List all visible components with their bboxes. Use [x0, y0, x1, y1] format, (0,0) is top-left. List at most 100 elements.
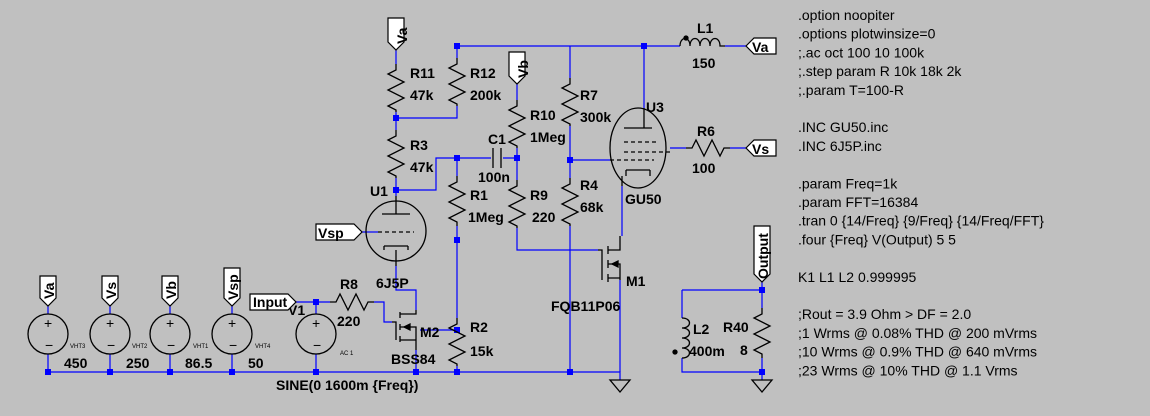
svg-text:450: 450	[64, 355, 88, 371]
resistor-r12[interactable]: R12 200k	[447, 58, 501, 106]
net-flag-va-bottom[interactable]: Va	[39, 275, 57, 307]
net-flag-vs-right[interactable]: Vs	[745, 139, 777, 157]
svg-text:6J5P: 6J5P	[376, 275, 409, 291]
source-vht4[interactable]: + − VHT4 50	[211, 313, 271, 371]
svg-text:Vs: Vs	[752, 141, 769, 157]
resistor-r11[interactable]: R11 47k	[386, 64, 435, 112]
svg-text:R12: R12	[470, 65, 496, 81]
wires	[47, 45, 763, 380]
ground-symbol-main	[608, 379, 632, 394]
svg-text:R11: R11	[410, 65, 435, 81]
svg-text:R10: R10	[530, 107, 556, 123]
directive-line: .tran 0 {14/Freq} {9/Freq} {14/Freq/FFT}	[798, 213, 1044, 229]
tube-u1[interactable]: U1 6J5P	[365, 183, 427, 291]
svg-text:47k: 47k	[410, 87, 434, 103]
directive-line: .option noopiter	[798, 7, 895, 23]
svg-text:50: 50	[248, 355, 264, 371]
svg-text:R7: R7	[580, 87, 598, 103]
net-flag-vsp-left[interactable]: Vsp	[315, 223, 363, 241]
svg-text:Vsp: Vsp	[225, 274, 241, 300]
net-flag-vs-bottom[interactable]: Vs	[101, 275, 119, 307]
svg-text:−: −	[107, 337, 115, 353]
svg-text:47k: 47k	[410, 159, 434, 175]
resistor-r8[interactable]: R8 220	[330, 276, 374, 329]
directive-line: K1 L1 L2 0.999995	[798, 269, 917, 285]
resistor-r10[interactable]: R10 1Meg	[507, 100, 566, 148]
svg-text:M2: M2	[420, 324, 440, 340]
svg-text:+: +	[166, 315, 174, 331]
svg-text:C1: C1	[488, 131, 506, 147]
resistor-r7[interactable]: R7 300k	[560, 78, 611, 126]
svg-text:250: 250	[126, 355, 150, 371]
resistor-r4[interactable]: R4 68k	[560, 177, 604, 226]
directive-line: .options plotwinsize=0	[798, 26, 936, 42]
tube-u3[interactable]: U3 GU50	[609, 99, 670, 207]
directive-line: .INC 6J5P.inc	[798, 138, 882, 154]
resistor-r3[interactable]: R3 47k	[386, 130, 434, 178]
net-flag-output[interactable]: Output	[753, 225, 771, 283]
svg-text:300k: 300k	[580, 109, 611, 125]
capacitor-c1[interactable]: C1 100n	[478, 131, 510, 185]
resistor-r2[interactable]: R2 15k	[447, 318, 494, 366]
directive-line: ;23 Wrms @ 10% THD @ 1.1 Vrms	[798, 362, 1018, 378]
svg-text:1Meg: 1Meg	[468, 209, 504, 225]
source-vht3[interactable]: + − VHT3 450	[27, 313, 88, 371]
resistor-r9[interactable]: R9 220	[507, 180, 556, 228]
resistor-r6[interactable]: R6 100	[686, 123, 730, 176]
mosfet-m1[interactable]: M1 FQB11P06	[551, 236, 646, 314]
resistor-r1[interactable]: R1 1Meg	[447, 176, 504, 226]
net-flag-input[interactable]: Input	[249, 293, 297, 311]
spice-directives-block[interactable]: .option noopiter .options plotwinsize=0;.…	[798, 7, 1044, 378]
svg-text:U3: U3	[646, 99, 664, 115]
svg-text:VHT4: VHT4	[255, 344, 271, 350]
mosfet-m2[interactable]: M2 BSS84 AC 1	[340, 310, 440, 367]
directive-line: ;.ac oct 100 10 100k	[798, 44, 925, 60]
svg-text:VHT3: VHT3	[70, 344, 86, 350]
svg-text:Va: Va	[752, 39, 769, 55]
svg-text:R1: R1	[470, 187, 488, 203]
svg-text:+: +	[312, 315, 320, 331]
svg-text:68k: 68k	[580, 199, 604, 215]
svg-text:R9: R9	[530, 187, 548, 203]
svg-text:Vb: Vb	[163, 281, 179, 299]
svg-text:100n: 100n	[478, 169, 510, 185]
net-flag-vb-bottom[interactable]: Vb	[161, 275, 179, 307]
inductor-l2[interactable]: L2 400m	[672, 317, 725, 359]
inductor-l1[interactable]: L1 150	[679, 20, 725, 71]
svg-text:R4: R4	[580, 177, 598, 193]
source-vht1[interactable]: + − VHT1 86.5	[149, 313, 212, 371]
svg-text:100: 100	[692, 160, 716, 176]
net-flag-va-right[interactable]: Va	[745, 37, 777, 55]
svg-text:GU50: GU50	[625, 191, 662, 207]
net-flag-vb-top[interactable]: Vb	[508, 51, 531, 85]
svg-text:200k: 200k	[470, 87, 501, 103]
svg-text:−: −	[45, 337, 53, 353]
svg-text:M1: M1	[626, 273, 646, 289]
svg-text:400m: 400m	[689, 343, 725, 359]
junction-dots	[45, 43, 765, 375]
resistor-r40[interactable]: R40 8	[723, 308, 772, 358]
net-flag-vsp-bottom[interactable]: Vsp	[223, 267, 241, 307]
svg-text:Output: Output	[755, 233, 771, 279]
source-vht2[interactable]: + − VHT2 250	[89, 313, 150, 371]
svg-text:−: −	[167, 337, 175, 353]
net-flag-va-top[interactable]: Va	[387, 17, 410, 51]
svg-text:R3: R3	[410, 137, 428, 153]
directive-line: .param Freq=1k	[798, 175, 898, 191]
svg-text:R8: R8	[340, 276, 358, 292]
svg-text:Va: Va	[394, 27, 410, 44]
directive-line: ;Rout = 3.9 Ohm > DF = 2.0	[798, 306, 971, 322]
svg-text:R2: R2	[470, 319, 488, 335]
svg-text:Input: Input	[253, 294, 288, 310]
svg-text:15k: 15k	[470, 343, 494, 359]
svg-text:U1: U1	[370, 183, 388, 199]
directive-line: .INC GU50.inc	[798, 119, 888, 135]
directive-line: ;1 Wrms @ 0.08% THD @ 200 mVrms	[798, 325, 1037, 341]
svg-text:Vs: Vs	[103, 282, 119, 299]
svg-text:220: 220	[532, 209, 556, 225]
svg-text:FQB11P06: FQB11P06	[551, 298, 620, 314]
svg-text:+: +	[44, 315, 52, 331]
directive-line: .four {Freq} V(Output) 5 5	[798, 231, 956, 247]
source-v1[interactable]: + − V1 SINE(0 1600m {Freq})	[276, 302, 418, 393]
